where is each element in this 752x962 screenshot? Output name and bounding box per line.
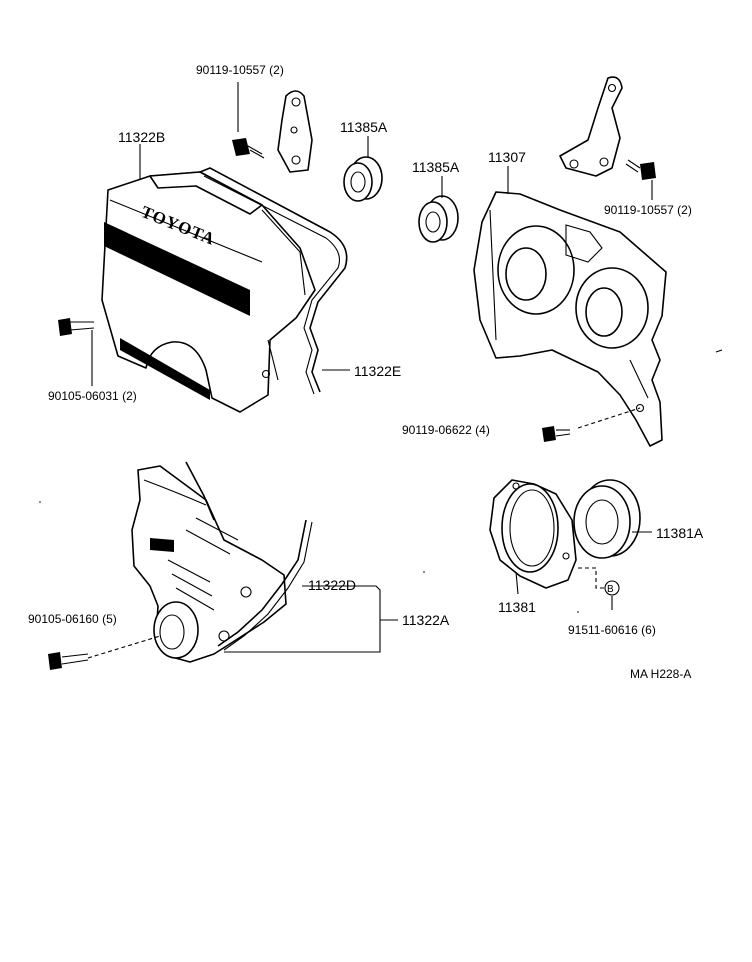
label-gasket-d: 11322D [308,577,356,593]
bolt-b-marker: B [604,580,620,596]
bolt-90105-06160-icon [48,652,89,670]
label-diagram-code: MA H228-A [630,667,691,681]
label-bolt-b: 91511-60616 (6) [568,623,656,637]
timing-backing-plate [473,191,667,447]
seal-retainer-11381 [489,479,577,589]
label-bolt-left: 90105-06031 (2) [48,389,137,403]
leader-lines [87,82,653,659]
label-bolt-right: 90119-06622 (4) [402,423,490,437]
bolt-90105-06031-icon [58,318,95,336]
upper-timing-cover: TOYOTA [101,171,316,413]
bolt-90119-10557-right-icon [625,159,656,180]
bolt-90119-06622-icon [542,426,571,442]
rear-oil-seal-11381a [573,479,641,559]
scan-marks [39,349,723,613]
bracket-left [277,90,313,173]
gasket-11322e [199,167,348,395]
bracket-right [559,76,623,177]
label-upper-cover: 11322B [118,129,165,145]
label-bolt-top-right: 90119-10557 (2) [604,203,692,217]
label-bolt-lower-left: 90105-06160 (5) [28,612,117,626]
oil-seal-11385a-top [343,156,383,202]
label-rear-seal: 11381A [656,525,704,541]
label-seal-top-2: 11385A [412,159,460,175]
lower-timing-cover [131,461,287,663]
label-gasket-e: 11322E [354,363,401,379]
bolt-b-marker-text: B [607,584,614,595]
gasket-11322d [217,519,313,651]
part-labels: 90119-10557 (2) 11322B 11385A 11385A 113… [28,63,704,681]
label-lower-cover: 11322A [402,612,450,628]
label-bolt-top-left: 90119-10557 (2) [196,63,284,77]
oil-seal-11385a-lower [418,195,459,243]
label-backing-plate: 11307 [488,149,526,165]
label-seal-top-1: 11385A [340,119,388,135]
label-retainer: 11381 [498,599,536,615]
bolt-90119-10557-left-icon [232,138,265,159]
